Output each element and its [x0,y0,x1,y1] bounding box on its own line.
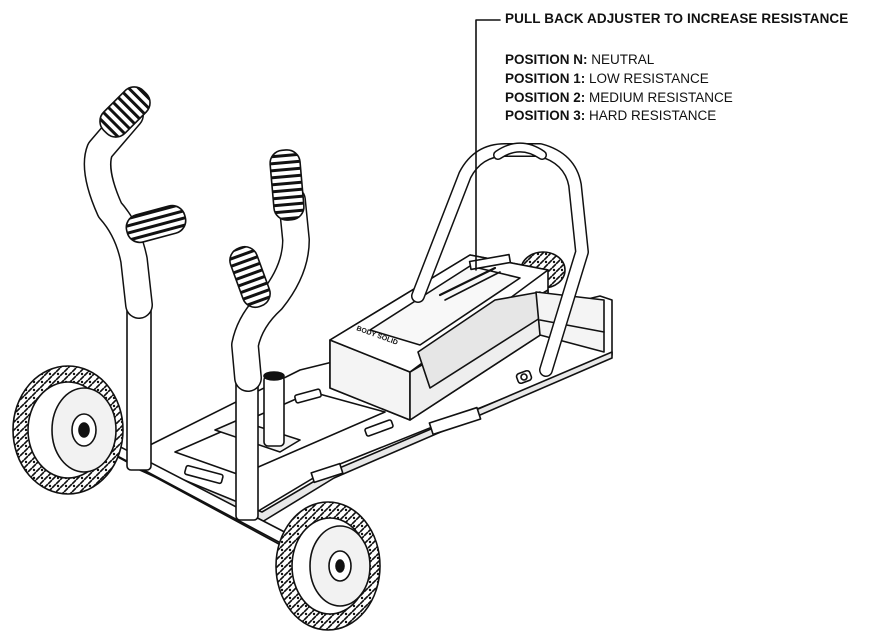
position-label: POSITION 2: [505,89,586,105]
right-handle [231,186,310,392]
front-right-wheel [275,501,381,631]
resistance-adjuster [515,369,533,385]
position-description: MEDIUM RESISTANCE [589,89,733,105]
left-handle [83,101,153,319]
resistance-console: BODY SOLID [329,253,605,421]
left-lower-grip [125,204,187,244]
position-label: POSITION 3: [505,108,586,124]
position-1-row: POSITION 1: LOW RESISTANCE [505,70,733,89]
position-description: NEUTRAL [591,52,655,67]
position-n-row: POSITION N: NEUTRAL [505,51,733,70]
right-handle-grip [269,149,305,221]
left-handle-grip [99,86,151,138]
right-lower-grip [229,245,271,309]
position-2-row: POSITION 2: MEDIUM RESISTANCE [505,89,733,108]
position-label: POSITION 1: [505,70,586,86]
position-description: HARD RESISTANCE [589,108,717,124]
position-label: POSITION N: [505,52,588,67]
left-post [126,294,152,471]
push-bar [411,142,589,377]
resistance-positions-list: POSITION N: NEUTRAL POSITION 1: LOW RESI… [505,51,733,126]
position-description: LOW RESISTANCE [589,70,709,86]
footplate-slots [184,388,394,485]
rear-left-wheel [12,365,124,495]
callout-title: PULL BACK ADJUSTER TO INCREASE RESISTANC… [505,11,849,26]
callout-leader-line [475,19,501,271]
position-3-row: POSITION 3: HARD RESISTANCE [505,107,733,126]
